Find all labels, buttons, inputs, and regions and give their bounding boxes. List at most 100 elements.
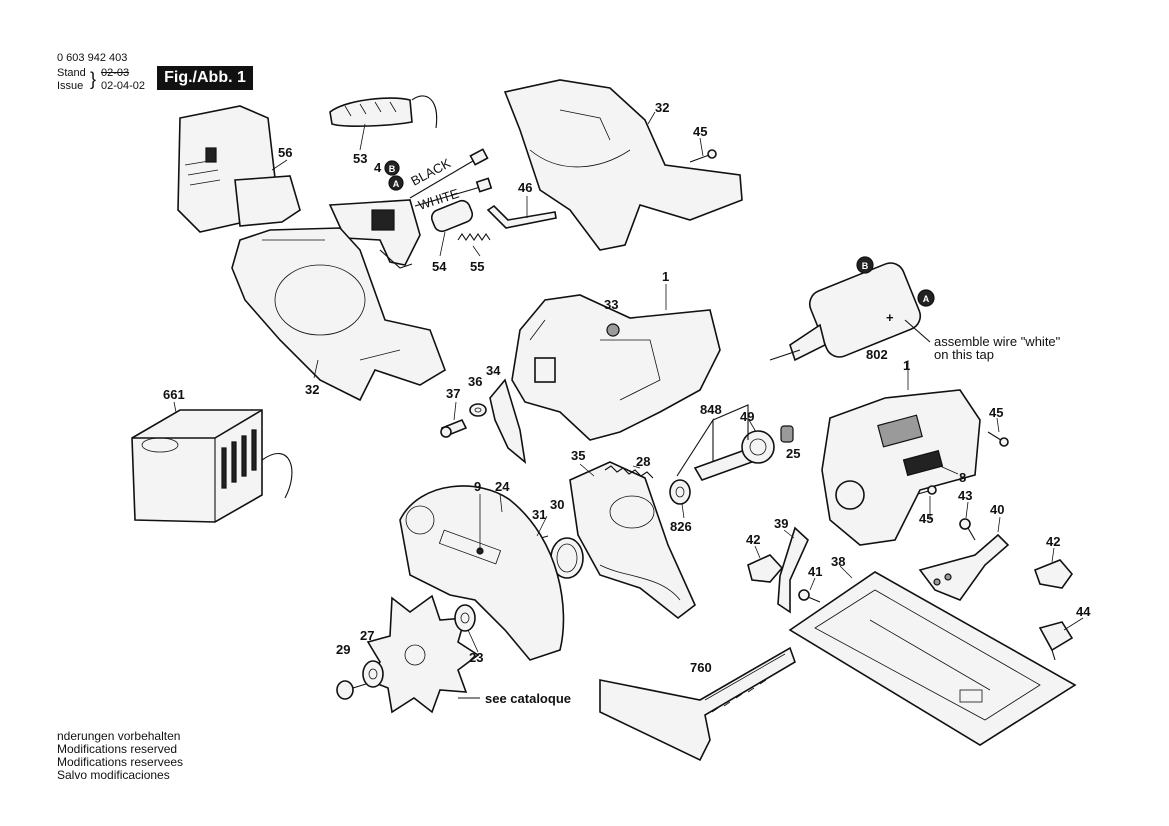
issue-label: Issue bbox=[57, 80, 84, 92]
assemble-note-line2: on this tap bbox=[934, 347, 994, 362]
label-760: 760 bbox=[690, 660, 712, 675]
guard-lever-34 bbox=[489, 378, 527, 464]
label-1-right: 1 bbox=[903, 358, 910, 373]
wire-label-black: BLACK bbox=[408, 155, 453, 188]
figure-badge: Fig./Abb. 1 bbox=[157, 66, 253, 90]
shaft-assembly-848 bbox=[669, 404, 794, 505]
saw-blade bbox=[366, 594, 480, 714]
label-24: 24 bbox=[495, 479, 510, 494]
label-1-center: 1 bbox=[662, 269, 669, 284]
handle-grip-53 bbox=[329, 95, 438, 129]
label-36: 36 bbox=[468, 374, 482, 389]
screw-41 bbox=[798, 589, 821, 603]
label-661: 661 bbox=[163, 387, 185, 402]
marker-a-motor: A bbox=[923, 294, 930, 304]
label-33: 33 bbox=[604, 297, 618, 312]
hex-key-46 bbox=[486, 204, 557, 229]
flange-23 bbox=[454, 604, 476, 632]
footer-line-4: Salvo modificaciones bbox=[57, 768, 170, 782]
screw-45-top bbox=[689, 149, 717, 163]
label-44: 44 bbox=[1076, 604, 1091, 619]
label-53: 53 bbox=[353, 151, 367, 166]
document-number: 0 603 942 403 bbox=[57, 52, 128, 64]
housing-half-32-upper bbox=[503, 79, 743, 251]
label-28: 28 bbox=[636, 454, 650, 469]
screw-45-mid bbox=[987, 431, 1009, 447]
spring-28 bbox=[604, 465, 654, 479]
washer-36 bbox=[469, 403, 487, 417]
spring-55 bbox=[457, 233, 491, 241]
label-37: 37 bbox=[446, 386, 460, 401]
housing-half-32-lower bbox=[231, 227, 446, 402]
flange-27 bbox=[362, 660, 384, 688]
label-34: 34 bbox=[486, 363, 501, 378]
screw-43 bbox=[959, 518, 976, 541]
leader-lines bbox=[173, 111, 1084, 653]
label-43: 43 bbox=[958, 488, 972, 503]
marker-b-switch: B bbox=[389, 164, 396, 174]
label-848: 848 bbox=[700, 402, 722, 417]
label-27: 27 bbox=[360, 628, 374, 643]
label-802: 802 bbox=[866, 347, 888, 362]
label-45-low: 45 bbox=[919, 511, 933, 526]
battery-pack-56 bbox=[177, 105, 301, 233]
label-42-right: 42 bbox=[1046, 534, 1060, 549]
lower-guard-35 bbox=[569, 461, 696, 620]
label-9: 9 bbox=[474, 479, 481, 494]
label-55: 55 bbox=[470, 259, 484, 274]
motor-802: B A + bbox=[769, 256, 935, 362]
label-826: 826 bbox=[670, 519, 692, 534]
footer-line-2: Modifications reserved bbox=[57, 742, 178, 756]
marker-b-motor: B bbox=[862, 261, 869, 271]
label-40: 40 bbox=[990, 502, 1004, 517]
label-41: 41 bbox=[808, 564, 822, 579]
blade-guard-9 bbox=[399, 485, 565, 661]
footer-line-1: nderungen vorbehalten bbox=[57, 729, 181, 743]
stand-label: Stand bbox=[57, 67, 86, 79]
screw-45-low bbox=[917, 485, 937, 495]
label-23: 23 bbox=[469, 650, 483, 665]
plus-terminal: + bbox=[886, 310, 894, 325]
bracket-40 bbox=[918, 533, 1010, 601]
label-45-mid: 45 bbox=[989, 405, 1003, 420]
brace-glyph: } bbox=[90, 69, 97, 89]
ring-30 bbox=[550, 537, 584, 579]
label-4: 4 bbox=[374, 160, 382, 175]
label-35: 35 bbox=[571, 448, 585, 463]
label-45-top: 45 bbox=[693, 124, 707, 139]
knob-42-left bbox=[747, 554, 784, 583]
label-49: 49 bbox=[740, 409, 754, 424]
issue-date: 02-04-02 bbox=[101, 80, 146, 92]
depth-lever-39 bbox=[777, 526, 809, 614]
label-32-lower: 32 bbox=[305, 382, 319, 397]
label-56: 56 bbox=[278, 145, 292, 160]
footer-line-3: Modifications reservees bbox=[57, 755, 184, 769]
nut-33 bbox=[606, 323, 620, 337]
label-8: 8 bbox=[959, 470, 966, 485]
bolt-29 bbox=[336, 680, 367, 700]
charger-661 bbox=[131, 409, 293, 523]
knob-42-right bbox=[1033, 559, 1074, 589]
label-32-upper: 32 bbox=[655, 100, 669, 115]
base-plate-38 bbox=[788, 571, 1077, 746]
see-catalogue-note: see cataloque bbox=[485, 691, 571, 706]
label-25: 25 bbox=[786, 446, 800, 461]
gear-housing-1-right bbox=[821, 389, 981, 546]
label-31: 31 bbox=[532, 507, 546, 522]
assemble-note-line1: assemble wire "white" bbox=[934, 334, 1061, 349]
rip-fence-760 bbox=[599, 646, 796, 762]
label-54: 54 bbox=[432, 259, 447, 274]
label-39: 39 bbox=[774, 516, 788, 531]
label-38: 38 bbox=[831, 554, 845, 569]
screw-37 bbox=[440, 418, 468, 438]
knob-44 bbox=[1038, 621, 1074, 661]
label-46: 46 bbox=[518, 180, 532, 195]
stand-date: 02-03 bbox=[101, 67, 130, 79]
label-30: 30 bbox=[550, 497, 564, 512]
capacitor-54 bbox=[430, 199, 474, 233]
motor-housing-1 bbox=[511, 294, 721, 441]
label-29: 29 bbox=[336, 642, 350, 657]
marker-a-switch: A bbox=[393, 179, 400, 189]
label-42-left: 42 bbox=[746, 532, 760, 547]
